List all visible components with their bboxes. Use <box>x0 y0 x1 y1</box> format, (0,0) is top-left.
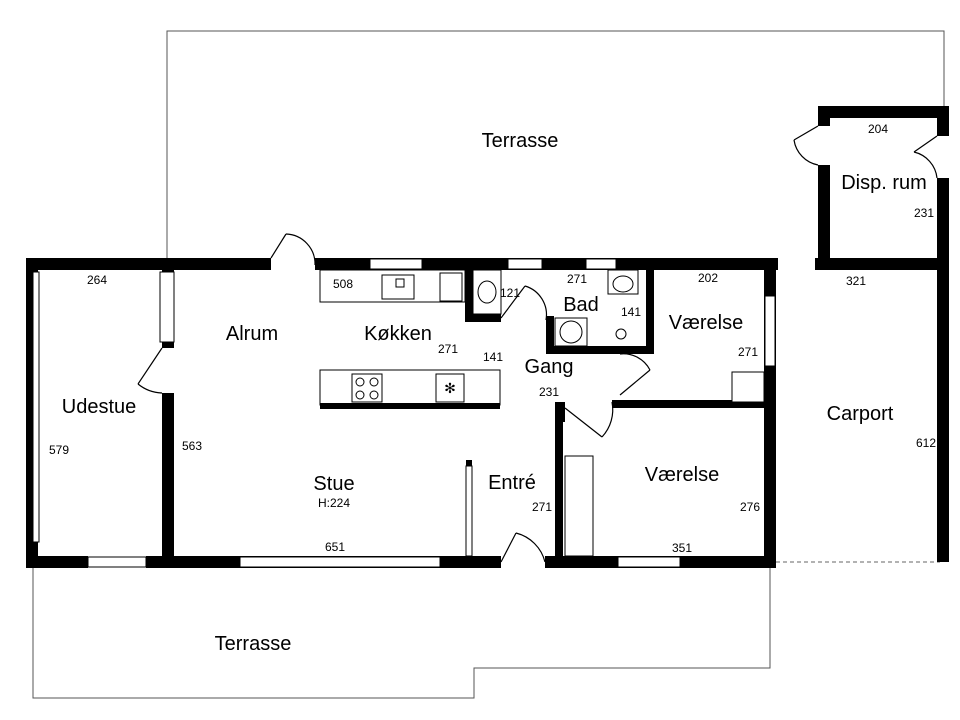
dim-udestue-depth: 579 <box>49 443 69 457</box>
terrace-top-outline <box>166 30 945 258</box>
room-label-terrasse-bottom: Terrasse <box>215 633 292 655</box>
dim-koekken-depth: 271 <box>438 342 458 356</box>
room-label-vaerelse-bottom: Værelse <box>645 464 719 486</box>
dim-vaerelse-bottom-depth: 276 <box>740 500 760 514</box>
dim-gang-width: 231 <box>539 385 559 399</box>
room-height-stue: H:224 <box>318 496 350 510</box>
terrace-bottom-outline <box>32 568 771 699</box>
room-label-alrum: Alrum <box>226 323 278 345</box>
room-label-entre: Entré <box>488 472 536 494</box>
dim-stue-width: 651 <box>325 540 345 554</box>
room-label-disp-rum: Disp. rum <box>841 172 927 194</box>
dim-udestue-width: 264 <box>87 273 107 287</box>
dim-disp-width: 204 <box>868 122 888 136</box>
dim-bad-depth: 141 <box>621 305 641 319</box>
dim-entre-depth: 271 <box>532 500 552 514</box>
carport-walls <box>793 106 949 562</box>
room-label-vaerelse-top: Værelse <box>669 312 743 334</box>
room-label-carport: Carport <box>827 403 894 425</box>
dim-carport-depth: 612 <box>916 436 936 450</box>
dim-disp-depth: 231 <box>914 206 934 220</box>
doors <box>137 233 651 563</box>
dim-island-depth: 141 <box>483 350 503 364</box>
dim-vaerelse-top-width: 202 <box>698 271 718 285</box>
dim-alrum-depth: 563 <box>182 439 202 453</box>
windows <box>32 258 776 568</box>
house-walls <box>26 258 778 568</box>
kitchen-fixtures: ✻ <box>319 269 501 409</box>
dim-vaerelse-top-depth: 271 <box>738 345 758 359</box>
dim-carport-width: 321 <box>846 274 866 288</box>
dim-vaerelse-bottom-width: 351 <box>672 541 692 555</box>
bathroom-fixtures <box>472 269 639 347</box>
svg-text:✻: ✻ <box>444 381 456 397</box>
room-label-gang: Gang <box>525 356 574 378</box>
room-label-stue: Stue <box>313 473 354 495</box>
room-label-koekken: Køkken <box>364 323 432 345</box>
room-label-udestue: Udestue <box>62 396 137 418</box>
dim-bad-width: 271 <box>567 272 587 286</box>
closet-vaerelse-top <box>731 371 765 403</box>
room-label-bad: Bad <box>563 294 599 316</box>
dim-koekken-width: 508 <box>333 277 353 291</box>
closet-vaerelse-bottom <box>564 455 594 557</box>
dim-wc-width: 121 <box>500 286 520 300</box>
room-label-terrasse-top: Terrasse <box>482 130 559 152</box>
